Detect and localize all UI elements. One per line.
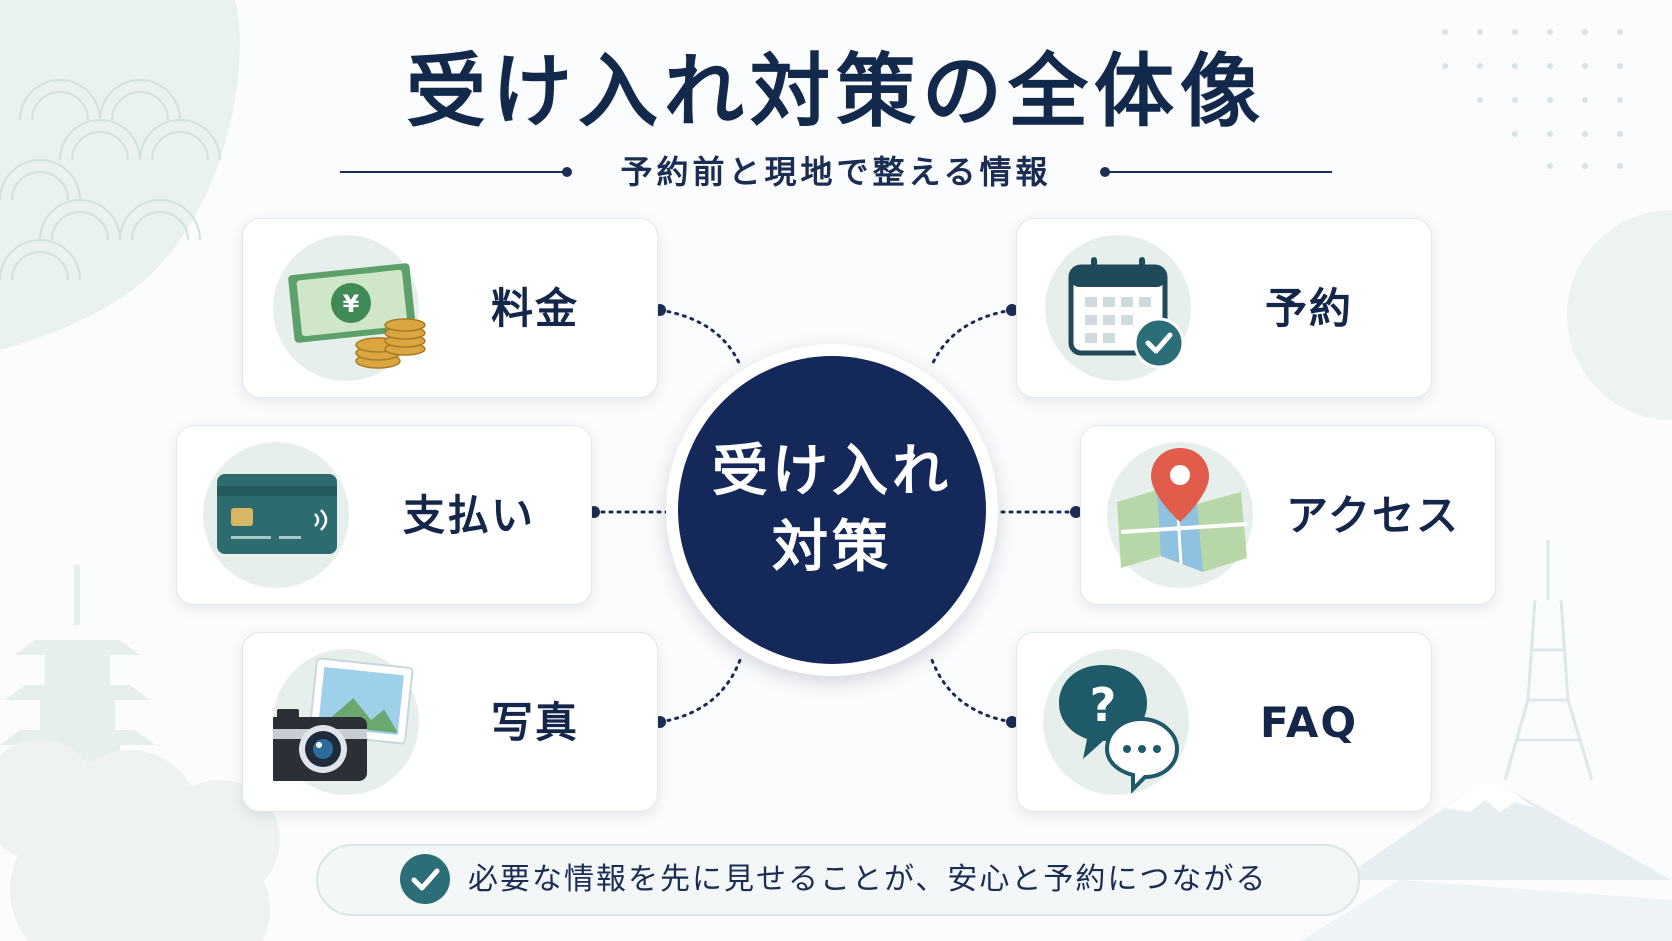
card-payment: 支払い (176, 425, 592, 605)
check-icon (400, 854, 450, 904)
card-label: 支払い (402, 491, 535, 540)
connector-reservation (930, 308, 1014, 367)
connector-photo (658, 658, 742, 724)
connector-faq (930, 658, 1014, 724)
subtitle-dot-left (562, 167, 572, 177)
center-label-line1: 受け入れ (712, 439, 952, 504)
card-reservation: 予約 (1016, 218, 1432, 398)
mountain-silhouette (1340, 782, 1672, 880)
center-label-line2: 対策 (772, 515, 892, 580)
card-label: 予約 (1264, 284, 1353, 333)
center-circle: 受け入れ 対策 (678, 356, 986, 664)
card-faq: ? FAQ (1016, 632, 1432, 812)
card-label: 写真 (490, 698, 579, 747)
card-fee: ¥ 料金 (242, 218, 658, 398)
card-photo: 写真 (242, 632, 658, 812)
card-label: 料金 (490, 284, 579, 333)
subtitle-row: 予約前と現地で整える情報 (340, 152, 1332, 192)
card-label: FAQ (1259, 698, 1359, 747)
trees-silhouette (0, 740, 280, 941)
banner-text: 必要な情報を先に見せることが、安心と予約につながる (468, 862, 1268, 897)
camera-icon (273, 649, 419, 795)
map-pin-icon (1107, 442, 1253, 588)
center-hub: 受け入れ 対策 (666, 344, 998, 676)
question-bubble-icon: ? (1043, 649, 1189, 795)
svg-text:?: ? (1090, 678, 1117, 732)
card-access: アクセス (1080, 425, 1496, 605)
dot-grid (1442, 29, 1623, 169)
connector-fee (658, 308, 742, 367)
summary-banner: 必要な情報を先に見せることが、安心と予約につながる (316, 844, 1360, 916)
subtitle-divider-left (340, 171, 565, 173)
subtitle-dot-right (1100, 167, 1110, 177)
money-icon: ¥ (273, 235, 426, 381)
page-title: 受け入れ対策の全体像 (406, 45, 1266, 138)
subtitle: 予約前と現地で整える情報 (620, 153, 1052, 191)
decor-circle (1567, 210, 1672, 420)
seigaiha-pattern (0, 79, 221, 281)
credit-card-icon (203, 442, 349, 588)
calendar-icon (1045, 235, 1191, 381)
card-label: アクセス (1286, 491, 1460, 540)
svg-text:¥: ¥ (343, 290, 360, 318)
wave-pattern-blob (0, 0, 240, 350)
subtitle-divider-right (1107, 171, 1332, 173)
tower-silhouette (1503, 540, 1594, 781)
